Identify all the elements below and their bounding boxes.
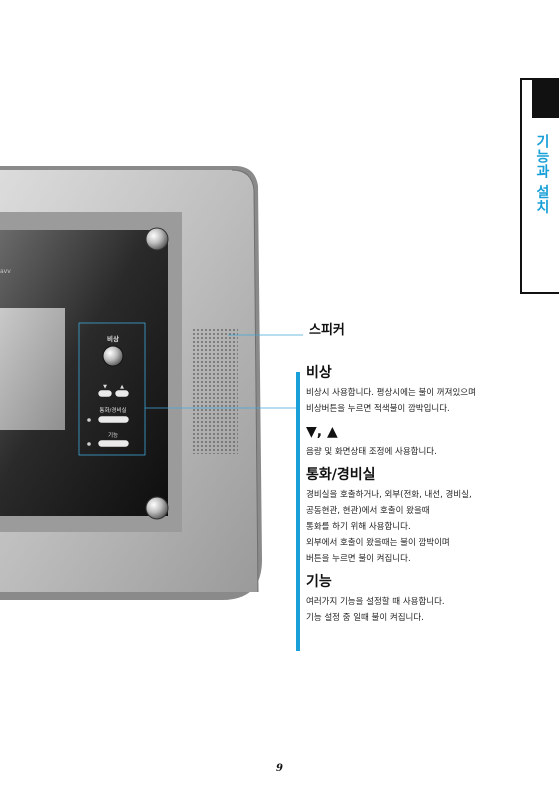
section-line: 여러가지 기능을 설정할 때 사용합니다. <box>306 597 445 607</box>
speaker-grille <box>192 328 238 454</box>
call-security-panel-label: 통화/경비실 <box>99 406 126 414</box>
section-line: 기능 설정 중 일때 불이 켜집니다. <box>306 613 424 623</box>
button-group-outline <box>78 322 146 456</box>
function-panel-label: 기능 <box>108 431 118 439</box>
down-arrow-icon: ▼ <box>103 384 107 390</box>
section-line: 비상시 사용합니다. 평상시에는 불이 꺼져있으며 <box>306 388 476 398</box>
button-descriptions: 비상 비상시 사용합니다. 평상시에는 불이 꺼져있으며 비상버튼을 누르면 적… <box>306 364 536 632</box>
page-number: 9 <box>276 763 283 774</box>
call-indicator-led <box>87 418 91 422</box>
screw-top <box>145 227 169 251</box>
section-title: ▼, ▲ <box>306 424 338 440</box>
chapter-side-tab: 기능과 설치 <box>520 78 559 294</box>
up-arrow-icon: ▲ <box>120 384 124 390</box>
side-tab-black-block <box>532 80 559 118</box>
section-title: 기능 <box>306 574 332 590</box>
side-tab-text-box: 기능과 설치 <box>525 118 559 296</box>
section-title: 비상 <box>306 365 332 381</box>
section-line: 통화를 하기 위해 사용합니다. <box>306 522 411 532</box>
function-button[interactable] <box>97 439 130 448</box>
side-tab-label: 기능과 설치 <box>534 134 550 215</box>
section-line: 외부에서 호출이 왔을때는 불이 깜박이며 <box>306 538 450 548</box>
call-security-button[interactable] <box>97 415 130 424</box>
screw-bottom <box>145 496 169 520</box>
section-emergency: 비상 비상시 사용합니다. 평상시에는 불이 꺼져있으며 비상버튼을 누르면 적… <box>306 364 536 417</box>
volume-down-button[interactable] <box>97 389 113 398</box>
section-volume: ▼, ▲ 음량 및 화면상태 조정에 사용합니다. <box>306 423 536 460</box>
description-accent-bar <box>296 372 300 651</box>
function-indicator-led <box>87 442 91 446</box>
emergency-panel-label: 비상 <box>107 334 119 343</box>
section-call-security: 통화/경비실 경비실을 호출하거나, 외부(전화, 내선, 경비실, 공동현관,… <box>306 466 536 567</box>
section-line: 음량 및 화면상태 조정에 사용합니다. <box>306 447 437 457</box>
section-line: 비상버튼을 누르면 적색불이 깜박입니다. <box>306 404 450 414</box>
emergency-button[interactable] <box>102 345 124 367</box>
section-title: 통화/경비실 <box>306 467 376 483</box>
section-line: 경비실을 호출하거나, 외부(전화, 내선, 경비실, <box>306 490 472 500</box>
device-screen <box>0 308 65 430</box>
section-line: 버튼을 누르면 불이 켜집니다. <box>306 554 411 564</box>
speaker-callout-label: 스피커 <box>309 323 345 338</box>
section-function: 기능 여러가지 기능을 설정할 때 사용합니다. 기능 설정 중 일때 불이 켜… <box>306 573 536 626</box>
device-brand-text: avv <box>0 268 11 275</box>
volume-up-button[interactable] <box>114 389 130 398</box>
section-line: 공동현관, 현관)에서 호출이 왔을때 <box>306 506 430 516</box>
